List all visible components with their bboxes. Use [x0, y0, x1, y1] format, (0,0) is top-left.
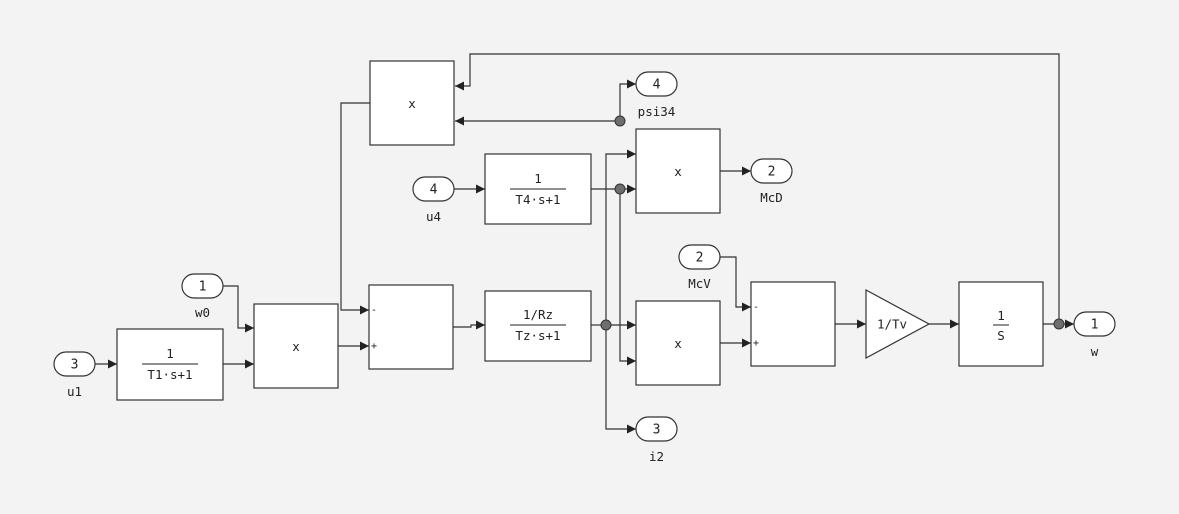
sum2-minus-sign: -: [753, 302, 759, 313]
inport-mcv[interactable]: 2 McV: [678, 244, 721, 291]
wire-junction-to-mult-mcd: [605, 149, 636, 325]
product-mcd-symbol: x: [674, 164, 682, 179]
junction-tfz: [600, 319, 612, 331]
outport-w[interactable]: 1 w: [1073, 311, 1116, 359]
product-mid-symbol: x: [674, 336, 682, 351]
inport-w0-label: w0: [195, 305, 210, 320]
outport-i2-number: 3: [653, 423, 661, 438]
integrator-numerator: 1: [997, 308, 1005, 323]
tf-t1-denominator: T1·s+1: [147, 367, 192, 382]
gain-value: 1/Tv: [877, 317, 907, 332]
product-block-top[interactable]: x: [369, 60, 455, 146]
integrator-block[interactable]: 1 S: [958, 281, 1044, 367]
wire-sum1-to-tfz: [453, 320, 485, 330]
inport-u4-label: u4: [426, 209, 441, 224]
signal-wires: [95, 53, 1074, 434]
inport-w0-number: 1: [199, 280, 207, 295]
inport-w0[interactable]: 1 w0: [181, 273, 224, 320]
tf-t1-numerator: 1: [166, 346, 174, 361]
product-block-mcd[interactable]: x: [635, 128, 721, 214]
outport-mcd-number: 2: [768, 165, 776, 180]
wire-w0-to-mult-a: [223, 285, 254, 333]
wire-psi-to-outport: [619, 79, 636, 121]
outport-w-number: 1: [1091, 318, 1099, 333]
tf-tz-denominator: Tz·s+1: [515, 328, 560, 343]
outport-psi34[interactable]: 4 psi34: [635, 71, 678, 119]
inport-u4-number: 4: [430, 183, 438, 198]
outport-psi34-number: 4: [653, 78, 661, 93]
inport-mcv-number: 2: [696, 251, 704, 266]
junction-w: [1053, 318, 1065, 330]
outport-i2-label: i2: [649, 449, 664, 464]
outport-mcd[interactable]: 2 McD: [750, 158, 793, 205]
inport-u1-number: 3: [71, 358, 79, 373]
sum1-plus-sign: +: [371, 341, 377, 352]
inport-u1[interactable]: 3 u1: [53, 351, 96, 399]
inport-u4[interactable]: 4 u4: [412, 176, 455, 224]
integrator-denominator: S: [997, 328, 1005, 343]
tf-t4-numerator: 1: [534, 171, 542, 186]
product-a-symbol: x: [292, 339, 300, 354]
sum-block-2[interactable]: - +: [750, 281, 836, 367]
wire-feedback-w: [455, 53, 1060, 324]
junction-psi34: [614, 115, 626, 127]
outport-w-label: w: [1091, 344, 1099, 359]
transfer-fcn-t4[interactable]: 1 T4·s+1: [484, 153, 592, 225]
gain-block[interactable]: 1/Tv: [865, 288, 931, 360]
outport-psi34-label: psi34: [638, 104, 676, 119]
inport-mcv-label: McV: [688, 276, 711, 291]
wire-tf4-to-mult-mid: [619, 189, 636, 366]
tf-t4-denominator: T4·s+1: [515, 192, 560, 207]
sum1-minus-sign: -: [371, 305, 377, 316]
wire-junction-to-i2: [605, 325, 636, 434]
product-top-symbol: x: [408, 96, 416, 111]
inport-u1-label: u1: [67, 384, 82, 399]
transfer-fcn-tz[interactable]: 1/Rz Tz·s+1: [484, 290, 592, 362]
wire-mult-top-to-sum1: [340, 102, 370, 315]
outport-mcd-label: McD: [760, 190, 783, 205]
transfer-fcn-t1[interactable]: 1 T1·s+1: [116, 328, 224, 401]
product-block-mid[interactable]: x: [635, 300, 721, 386]
outport-i2[interactable]: 3 i2: [635, 416, 678, 464]
tf-tz-numerator: 1/Rz: [523, 307, 553, 322]
junctions: [600, 115, 1065, 331]
junction-tf4: [614, 183, 626, 195]
product-block-a[interactable]: x: [253, 303, 339, 389]
wire-mcv-to-sum2: [720, 256, 751, 312]
sum-block-1[interactable]: - +: [368, 284, 454, 370]
sum2-plus-sign: +: [753, 338, 759, 349]
